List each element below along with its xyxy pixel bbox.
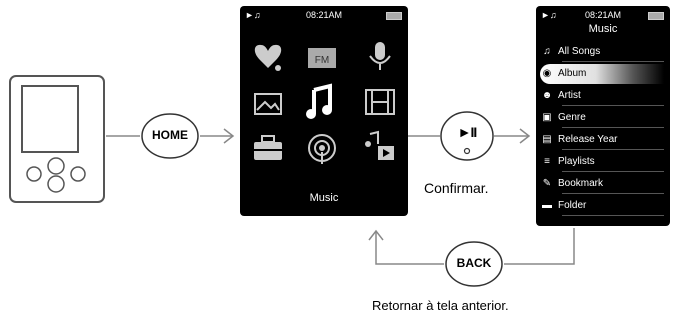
menu-item-bookmark[interactable]: ✎ Bookmark: [540, 174, 664, 194]
menu-item-label: Folder: [558, 200, 587, 211]
play-pause-button[interactable]: ►II: [440, 110, 494, 162]
genre-icon: ▣: [542, 112, 552, 123]
calendar-icon: ▤: [542, 134, 552, 145]
home-icon-grid: FM: [254, 42, 395, 164]
video-music-icon: [365, 130, 394, 160]
battery-icon: [386, 12, 402, 20]
menu-divider: [562, 215, 664, 216]
music-menu-screen: ►♫ 08:21AM Music ♫ All Songs ◉ Album ☻ Artist…: [536, 6, 670, 226]
home-screen: ►♫ 08:21AM FM: [240, 6, 408, 216]
menu-item-label: All Songs: [558, 46, 601, 57]
folder-icon: ▬: [542, 200, 552, 211]
menu-item-playlists[interactable]: ≡ Playlists: [540, 152, 664, 172]
disc-icon: ◉: [542, 68, 552, 79]
fm-radio-icon: FM: [308, 48, 336, 68]
music-note-icon: [306, 83, 332, 119]
bookmark-icon: ✎: [542, 178, 552, 189]
media-player-device: [9, 75, 105, 203]
confirm-caption: Confirmar.: [424, 180, 489, 196]
menu-divider: [562, 171, 664, 172]
photo-icon: [254, 93, 282, 115]
music-note-icon: ♫: [543, 46, 551, 57]
back-button[interactable]: BACK: [444, 240, 504, 288]
menu-divider: [562, 193, 664, 194]
menu-item-all-songs[interactable]: ♫ All Songs: [540, 42, 664, 62]
menu-item-label: Album: [558, 68, 587, 79]
play-status-icon: ►♫: [245, 10, 261, 20]
home-button-label: HOME: [152, 128, 188, 142]
heart-music-icon: [254, 44, 282, 71]
menu-item-artist[interactable]: ☻ Artist: [540, 86, 664, 106]
menu-divider: [562, 105, 664, 106]
status-bar: ►♫ 08:21AM: [240, 10, 408, 22]
menu-item-label: Bookmark: [558, 178, 604, 189]
menu-divider: [562, 61, 664, 62]
svg-text:FM: FM: [315, 55, 329, 66]
microphone-icon: [369, 42, 391, 70]
menu-item-label: Playlists: [558, 156, 595, 167]
person-icon: ☻: [541, 90, 553, 101]
menu-divider: [562, 127, 664, 128]
play-pause-label: ►II: [457, 124, 478, 140]
back-button-label: BACK: [456, 256, 492, 270]
toolbox-icon: [254, 135, 282, 160]
menu-item-folder[interactable]: ▬ Folder: [540, 196, 664, 216]
menu-item-label: Artist: [558, 90, 581, 101]
playlist-icon: ≡: [544, 156, 550, 167]
menu-item-album[interactable]: ◉ Album: [540, 64, 664, 84]
podcast-icon: [308, 134, 336, 164]
status-time: 08:21AM: [584, 10, 622, 20]
home-button[interactable]: HOME: [140, 112, 200, 160]
battery-icon: [648, 12, 664, 20]
menu-divider: [562, 149, 664, 150]
menu-title: Music: [588, 23, 618, 35]
status-bar: ►♫ 08:21AM: [536, 10, 670, 22]
home-selected-caption: Music: [309, 192, 339, 204]
film-icon: [365, 89, 395, 115]
back-caption: Retornar à tela anterior.: [372, 298, 509, 313]
play-status-icon: ►♫: [541, 10, 557, 20]
menu-item-label: Genre: [558, 112, 586, 123]
status-time: 08:21AM: [305, 10, 343, 20]
menu-item-label: Release Year: [558, 134, 618, 145]
menu-item-genre[interactable]: ▣ Genre: [540, 108, 664, 128]
menu-item-release-year[interactable]: ▤ Release Year: [540, 130, 664, 150]
